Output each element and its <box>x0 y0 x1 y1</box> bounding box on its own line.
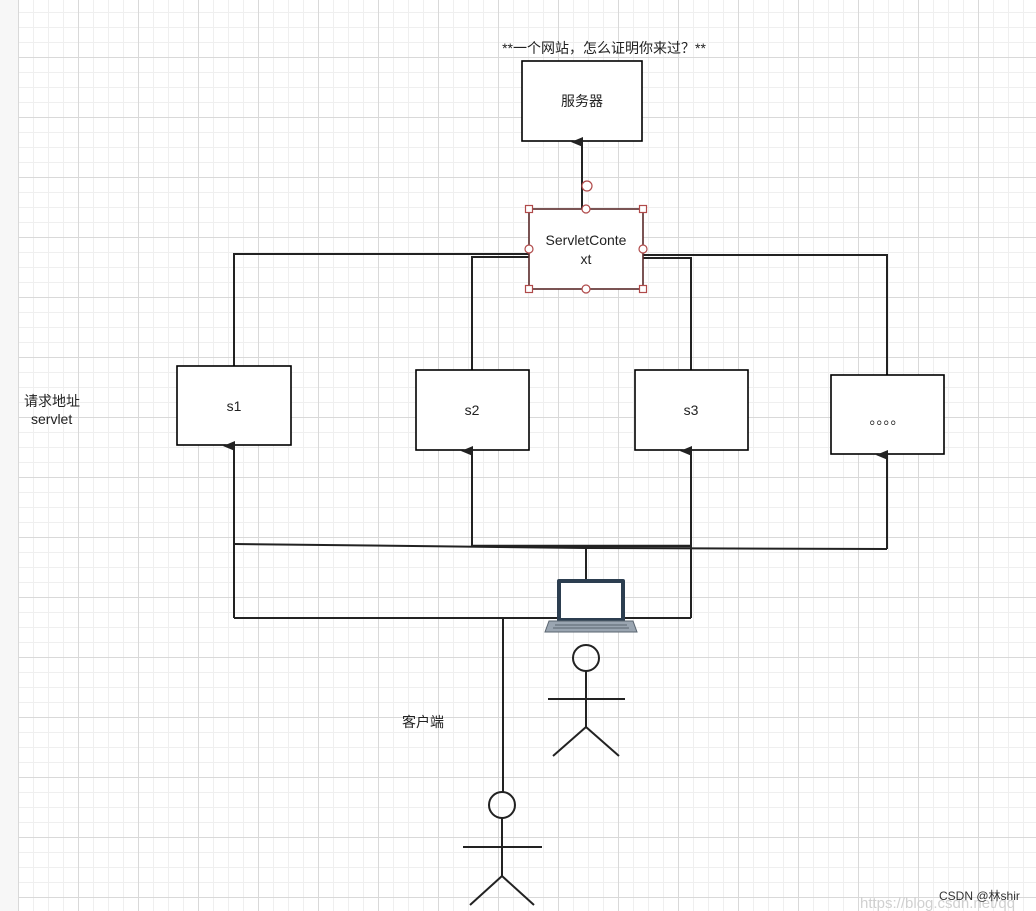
request-address-label: 请求地址 <box>24 393 80 409</box>
diagram-canvas <box>18 0 1036 911</box>
servlet-box-s2[interactable] <box>415 369 530 451</box>
client-label: 客户端 <box>402 714 444 730</box>
server-label: 服务器 <box>561 93 603 109</box>
servlet-context-box[interactable] <box>528 208 644 290</box>
connector-s3 <box>643 257 692 370</box>
connector-s1 <box>233 253 529 366</box>
connector-s4 <box>643 254 888 375</box>
bus-line-upper-right <box>585 547 888 550</box>
servlet-label-s3: s3 <box>684 402 699 418</box>
laptop-icon <box>544 579 638 633</box>
bus-line-upper-left <box>233 543 587 580</box>
connector-s2 <box>471 256 529 370</box>
selection-handles[interactable] <box>524 180 648 294</box>
request-servlet-label: servlet <box>31 411 72 427</box>
servlet-label-s2: s2 <box>465 402 480 418</box>
user-icon-primary <box>548 644 625 757</box>
servlet-box-more[interactable] <box>830 374 945 455</box>
servlet-context-label-1: ServletConte <box>546 232 627 248</box>
servlet-box-s1[interactable] <box>176 365 292 446</box>
servlet-label-more: 。。。。 <box>870 411 905 427</box>
diagram-title: **一个网站，怎么证明你来过？** <box>502 40 706 56</box>
servlet-context-label-2: xt <box>581 251 592 267</box>
servlet-label-s1: s1 <box>227 398 242 414</box>
csdn-credit: CSDN @林shir <box>939 889 1020 903</box>
user-icon-secondary <box>463 791 542 906</box>
watermark-url: https://blog.csdn.net/qq <box>860 895 1015 911</box>
